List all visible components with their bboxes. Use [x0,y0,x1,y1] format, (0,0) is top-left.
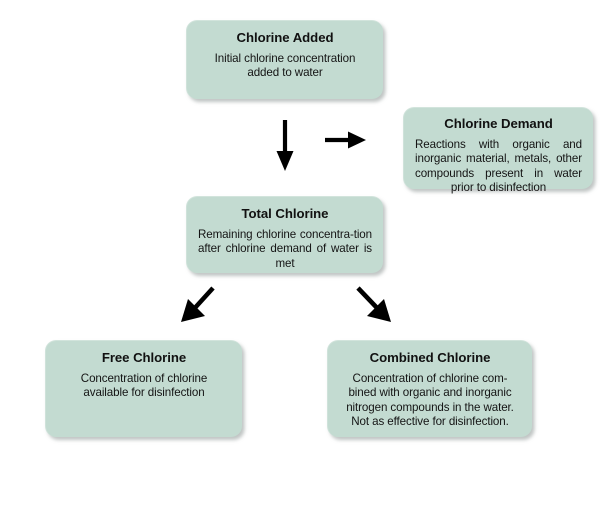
node-chlorine-demand-body: Reactions with organic and inorganic mat… [415,137,582,195]
node-chlorine-demand: Chlorine Demand Reactions with organic a… [403,107,593,194]
node-chlorine-added: Chlorine Added Initial chlorine concentr… [186,20,383,99]
arrow-down-right-icon [356,286,391,322]
node-total-chlorine-body: Remaining chlorine concentra-tion after … [198,227,372,270]
node-chlorine-added-body: Initial chlorine concentration added to … [214,51,356,80]
node-combined-chlorine: Combined Chlorine Concentration of chlor… [327,340,532,437]
node-combined-chlorine-body: Concentration of chlorine com-bined with… [346,371,514,429]
node-free-chlorine: Free Chlorine Concentration of chlorine … [45,340,242,437]
node-combined-chlorine-title: Combined Chlorine [369,350,491,365]
node-free-chlorine-body: Concentration of chlorine available for … [80,371,208,400]
node-free-chlorine-title: Free Chlorine [101,350,187,365]
arrow-down-left-icon [181,286,215,322]
node-total-chlorine: Total Chlorine Remaining chlorine concen… [186,196,383,273]
arrow-right-icon [325,131,366,149]
node-chlorine-demand-title: Chlorine Demand [444,116,553,131]
node-total-chlorine-title: Total Chlorine [241,206,329,221]
arrow-down-icon [276,120,294,171]
node-chlorine-added-title: Chlorine Added [236,30,334,45]
